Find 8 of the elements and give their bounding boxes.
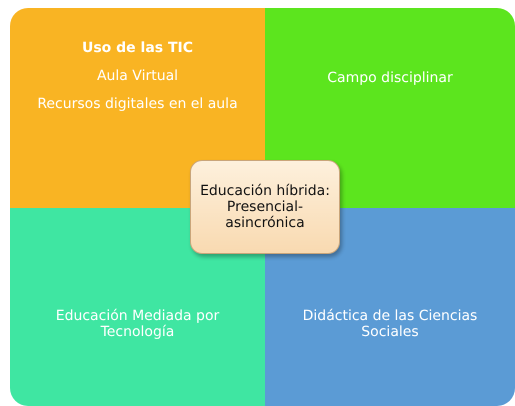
panel-text: Aula Virtual bbox=[96, 68, 178, 84]
box-text: Educación híbrida: Presencial-asincrónica bbox=[199, 183, 331, 231]
center-box bbox=[190, 160, 340, 254]
panel-text: Didáctica de las Ciencias Sociales bbox=[302, 308, 478, 340]
panel-text: Educación Mediada por Tecnología bbox=[54, 308, 220, 340]
panel-text: Recursos digitales en el aula bbox=[37, 96, 238, 112]
panel-text: Campo disciplinar bbox=[327, 70, 453, 86]
panel-heading: Uso de las TIC bbox=[82, 40, 194, 56]
